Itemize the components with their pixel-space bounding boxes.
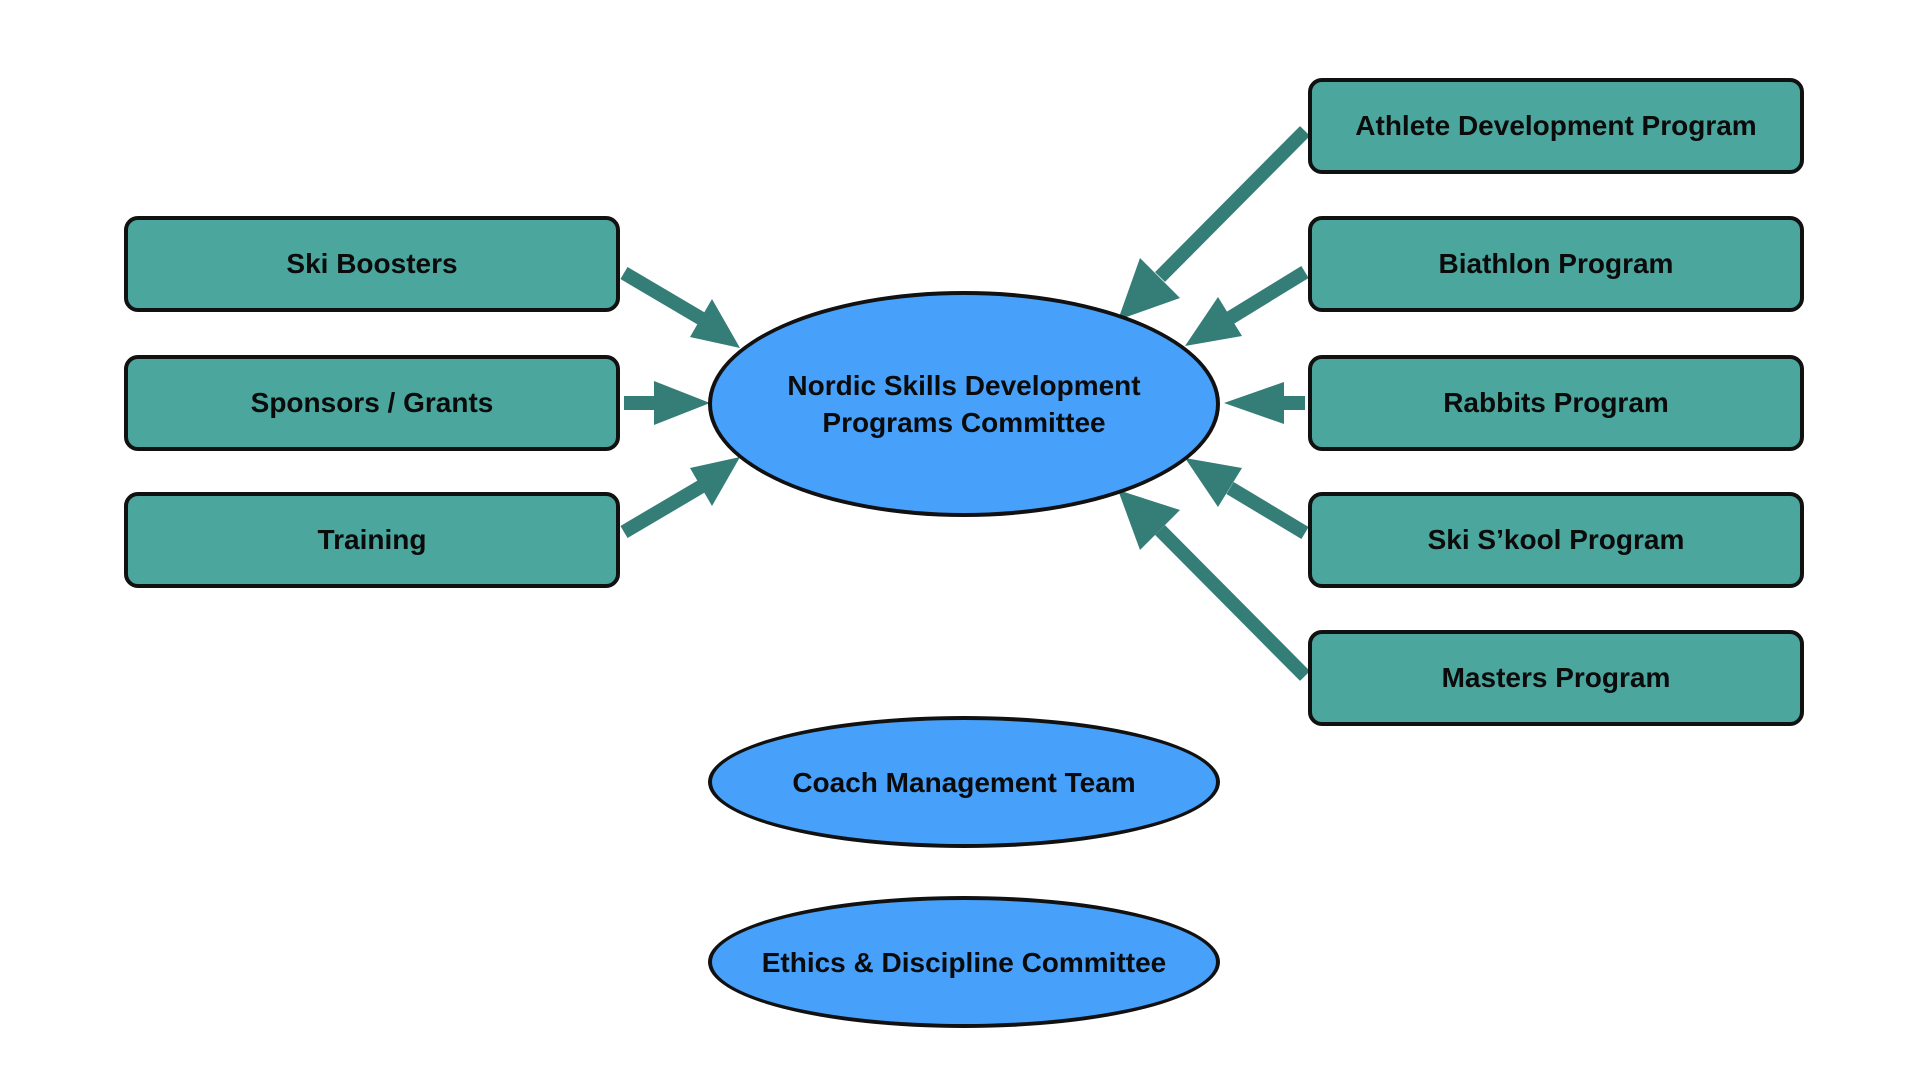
arrowhead-sponsors-grants — [654, 381, 710, 425]
node-label: Ski Boosters — [286, 248, 458, 279]
arrow-training — [620, 479, 706, 539]
arrow-ski-skool — [1226, 481, 1309, 540]
node-label: Ski S’kool Program — [1427, 524, 1685, 555]
node-label: Masters Program — [1441, 662, 1671, 693]
arrowhead-training — [690, 457, 740, 506]
arrow-ski-boosters — [620, 266, 706, 326]
node-label: Athlete Development Program — [1355, 110, 1757, 141]
node-masters-program: Masters Program — [1308, 630, 1804, 726]
node-label: Sponsors / Grants — [250, 387, 494, 418]
arrowhead-ski-boosters — [690, 299, 740, 348]
node-label: Biathlon Program — [1438, 248, 1674, 279]
node-label: Rabbits Program — [1443, 387, 1669, 418]
arrow-masters — [1155, 525, 1310, 681]
node-training: Training — [124, 492, 620, 588]
node-rabbits-program: Rabbits Program — [1308, 355, 1804, 451]
node-coach-management-team: Coach Management Team — [708, 716, 1220, 848]
arrowhead-biathlon — [1185, 297, 1242, 346]
arrow-athlete-development — [1155, 126, 1310, 282]
node-label: Training — [317, 524, 427, 555]
arrowhead-masters — [1118, 490, 1180, 550]
node-biathlon-program: Biathlon Program — [1308, 216, 1804, 312]
node-label: Ethics & Discipline Committee — [761, 946, 1167, 978]
node-ski-skool-program: Ski S’kool Program — [1308, 492, 1804, 588]
node-label: Nordic Skills Development Programs Commi… — [787, 370, 1141, 438]
arrowhead-athlete-development — [1118, 258, 1180, 320]
node-nordic-skills-committee: Nordic Skills Development Programs Commi… — [708, 291, 1220, 517]
node-ski-boosters: Ski Boosters — [124, 216, 620, 312]
node-ethics-discipline-committee: Ethics & Discipline Committee — [708, 896, 1220, 1028]
node-label: Coach Management Team — [792, 766, 1136, 798]
node-sponsors-grants: Sponsors / Grants — [124, 355, 620, 451]
arrow-biathlon — [1226, 266, 1309, 324]
arrowhead-ski-skool — [1185, 458, 1242, 507]
arrowhead-rabbits — [1224, 382, 1284, 424]
node-athlete-development-program: Athlete Development Program — [1308, 78, 1804, 174]
